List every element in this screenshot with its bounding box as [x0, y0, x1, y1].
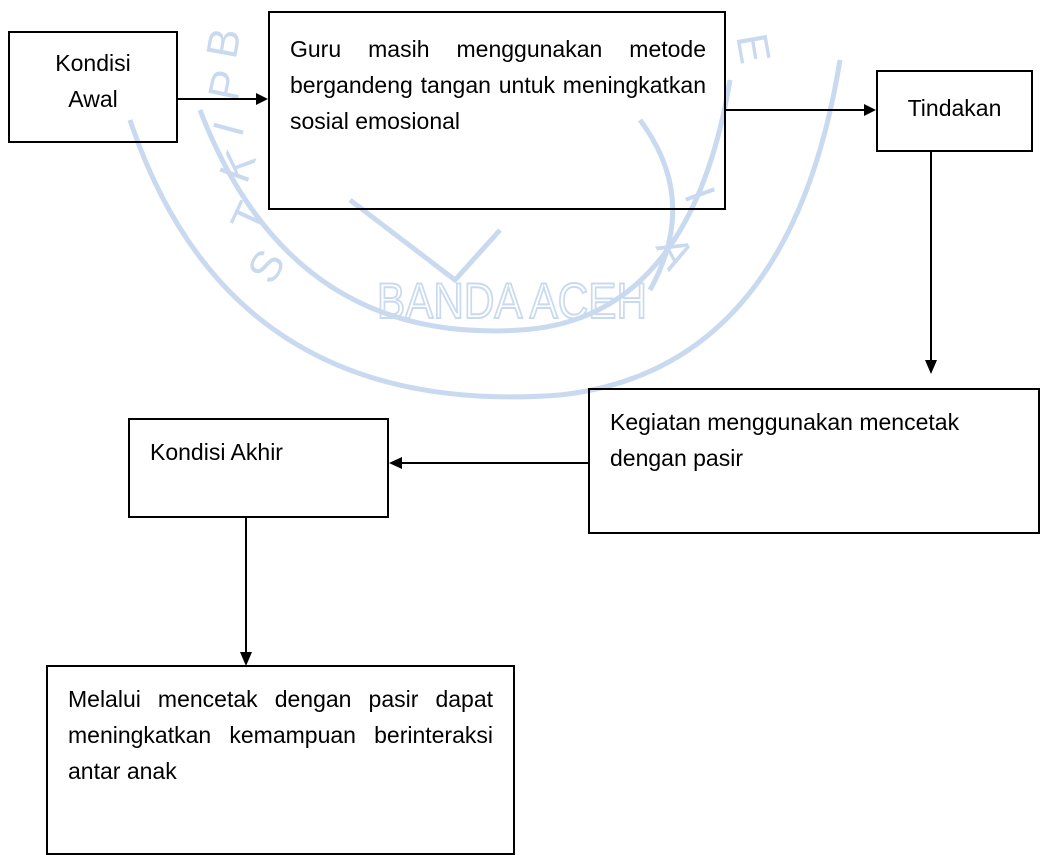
seal-center-chevron — [348, 198, 502, 284]
node-tindakan-text: Tindakan — [907, 95, 1002, 121]
node-guru: Guru masih menggunakan metode bergandeng… — [268, 11, 726, 210]
watermark-motto: BANDA ACEH — [377, 273, 647, 329]
arrowhead-right — [256, 93, 268, 105]
seal-inner-arc — [197, 79, 733, 334]
node-tindakan: Tindakan — [876, 70, 1033, 152]
node-guru-text: Guru masih menggunakan metode bergandeng… — [290, 36, 706, 134]
arrowhead-down — [925, 360, 937, 374]
seal-outer-arc — [127, 59, 843, 400]
node-kondisi-akhir: Kondisi Akhir — [128, 418, 389, 518]
node-kondisi-akhir-text: Kondisi Akhir — [150, 439, 283, 465]
node-kondisi-awal-line-2: Awal — [68, 86, 118, 112]
node-kondisi-awal-line-1: Kondisi — [55, 50, 131, 76]
arrowhead-left — [389, 457, 402, 469]
node-kegiatan: Kegiatan menggunakan mencetak dengan pas… — [588, 388, 1040, 534]
node-kondisi-awal: Kondisi Awal — [8, 31, 178, 143]
arrowhead-right — [864, 104, 876, 116]
node-melalui-text: Melalui mencetak dengan pasir dapat meni… — [68, 686, 493, 784]
arrowhead-down — [240, 652, 252, 666]
node-kegiatan-text: Kegiatan menggunakan mencetak dengan pas… — [610, 409, 960, 471]
node-melalui: Melalui mencetak dengan pasir dapat meni… — [46, 665, 515, 855]
seal-right-arc — [637, 118, 676, 292]
